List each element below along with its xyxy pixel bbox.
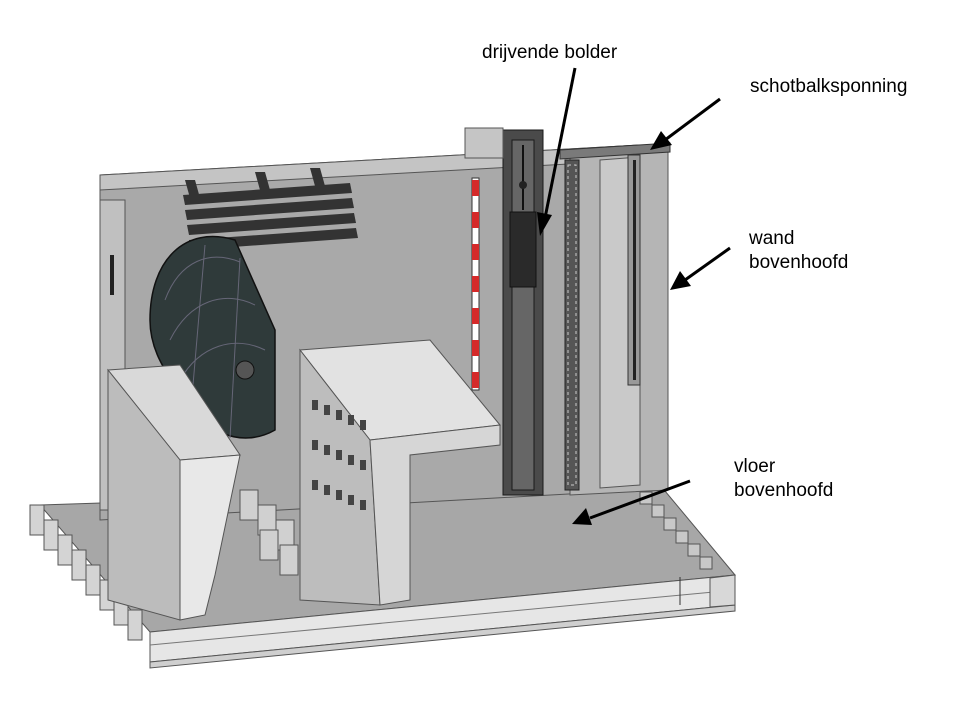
arrow-vloer-bovenhoofd xyxy=(572,479,691,525)
label-wand-bovenhoofd: bovenhoofd xyxy=(749,252,849,273)
label-drijvende-bolder: drijvende bolder xyxy=(482,42,618,63)
left-pier xyxy=(107,364,241,621)
arrow-drijvende-bolder xyxy=(537,67,577,236)
level-marker xyxy=(471,177,480,391)
stoplog-recess-rack xyxy=(564,159,580,491)
label-vloer: vloer xyxy=(734,456,776,477)
label-wand: wand xyxy=(749,228,795,249)
arrow-wand-bovenhoofd xyxy=(670,246,731,290)
arrow-schotbalksponning xyxy=(650,97,721,150)
right-head-wall xyxy=(559,142,671,496)
sill-teeth-left xyxy=(29,504,143,641)
annotation-arrows xyxy=(537,67,731,525)
sill-teeth-right xyxy=(639,491,713,570)
label-schotbalksponning: schotbalksponning xyxy=(750,76,908,97)
floating-bollard-guide xyxy=(464,127,544,496)
central-culvert-block xyxy=(299,339,501,606)
label-vloer-bovenhoofd: bovenhoofd xyxy=(734,480,834,501)
